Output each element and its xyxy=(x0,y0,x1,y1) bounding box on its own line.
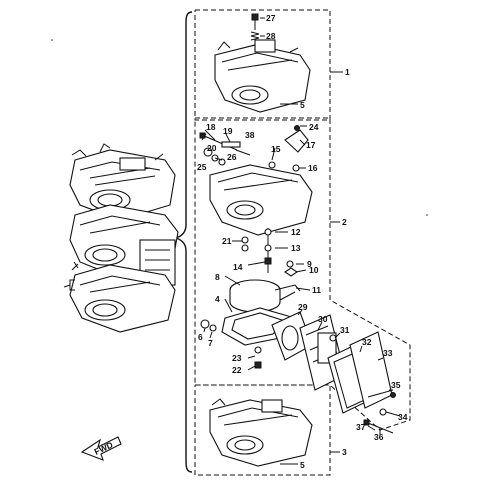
callout-9: 9 xyxy=(307,259,312,269)
callout-14: 14 xyxy=(233,262,243,272)
callout-26: 26 xyxy=(227,152,237,162)
callout-2: 2 xyxy=(342,217,347,227)
carburetor-exploded-parts xyxy=(199,125,396,434)
carburetor-assembly-3 xyxy=(209,398,313,467)
callouts: 27 28 1 5 18 19 38 24 17 15 20 26 25 16 … xyxy=(197,13,408,470)
callout-37: 37 xyxy=(356,422,366,432)
callout-35: 35 xyxy=(391,380,401,390)
callout-11: 11 xyxy=(312,285,321,295)
callout-20: 20 xyxy=(207,143,217,153)
callout-15: 15 xyxy=(271,144,281,154)
callout-7: 7 xyxy=(208,338,213,348)
callout-29: 29 xyxy=(298,302,308,312)
callout-32: 32 xyxy=(362,337,372,347)
carburetor-assembly-1 xyxy=(214,13,311,113)
callout-21: 21 xyxy=(222,236,232,246)
callout-13: 13 xyxy=(291,243,301,253)
fwd-arrow: FWD xyxy=(80,436,122,461)
callout-1: 1 xyxy=(345,67,350,77)
callout-5-top: 5 xyxy=(300,100,305,110)
callout-31: 31 xyxy=(340,325,350,335)
callout-28: 28 xyxy=(266,31,276,41)
callout-27: 27 xyxy=(266,13,276,23)
callout-16: 16 xyxy=(308,163,318,173)
callout-18: 18 xyxy=(206,122,216,132)
assembled-carburetor-stack xyxy=(63,143,179,333)
callout-38: 38 xyxy=(245,130,255,140)
callout-5-bottom: 5 xyxy=(300,460,305,470)
callout-10: 10 xyxy=(309,265,319,275)
callout-3: 3 xyxy=(342,447,347,457)
callout-6: 6 xyxy=(198,332,203,342)
callout-8: 8 xyxy=(215,272,220,282)
callout-4: 4 xyxy=(215,294,220,304)
callout-12: 12 xyxy=(291,227,301,237)
callout-34: 34 xyxy=(398,412,408,422)
callout-22: 22 xyxy=(232,365,242,375)
callout-25: 25 xyxy=(197,162,207,172)
callout-19: 19 xyxy=(223,126,233,136)
callout-36: 36 xyxy=(374,432,384,442)
callout-23: 23 xyxy=(232,353,242,363)
speck xyxy=(426,214,428,216)
leader-lines xyxy=(203,17,401,465)
callout-17: 17 xyxy=(306,140,316,150)
group-box-bottom xyxy=(194,384,331,476)
speck xyxy=(51,39,53,41)
callout-30: 30 xyxy=(318,314,328,324)
callout-24: 24 xyxy=(309,122,319,132)
grouping-brace xyxy=(173,11,193,473)
callout-33: 33 xyxy=(383,348,393,358)
